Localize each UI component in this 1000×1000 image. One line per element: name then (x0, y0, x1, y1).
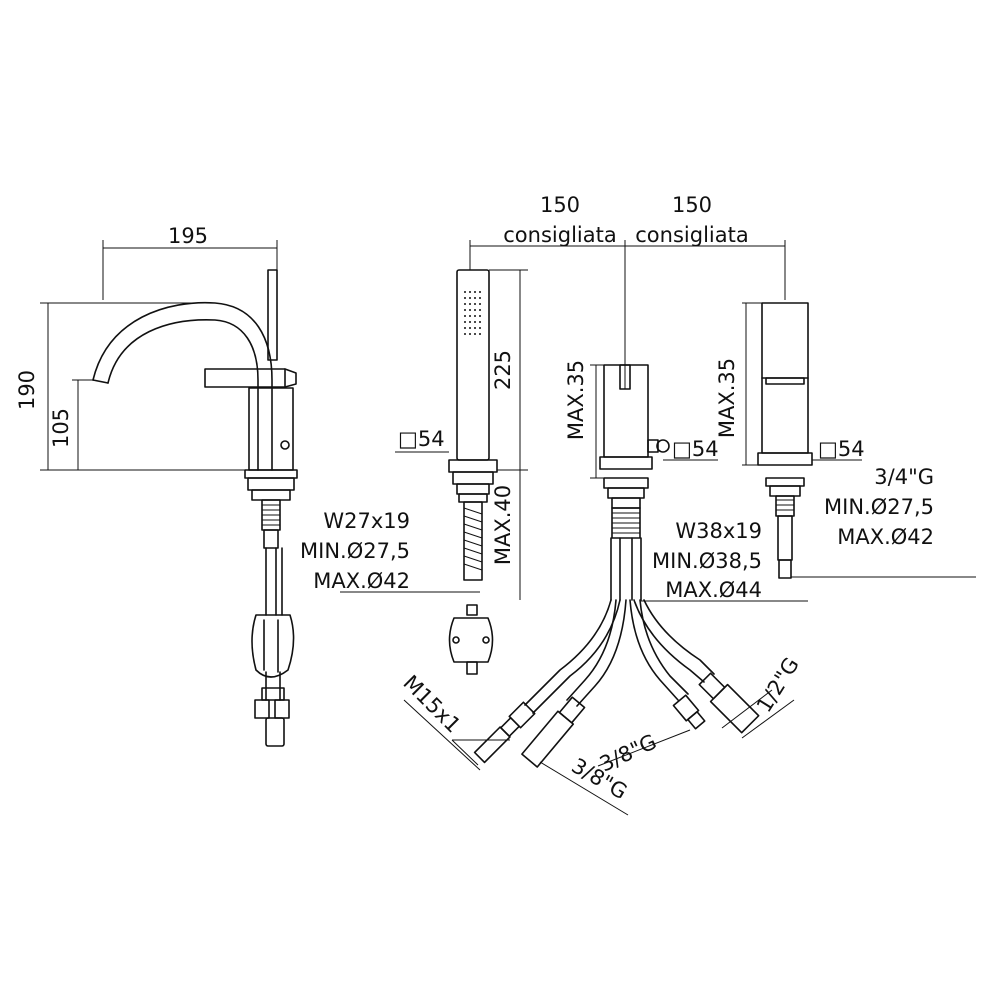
dim-hand-shower-length: 225 (491, 350, 515, 390)
dim-hand-shower-base: □54 (398, 427, 445, 451)
hand-shower-thread (463, 507, 483, 571)
dim-mixer-base: □54 (672, 437, 719, 461)
spacing-right-value: 150 (672, 193, 712, 217)
spout-dimensions: 195 190 105 W27x19 MIN.Ø27,5 MAX.Ø42 (15, 224, 480, 593)
fixing-center-line2: MIN.Ø38,5 (652, 549, 762, 573)
mixer-dimensions: 150 consigliata 150 consigliata MAX.35 □… (469, 193, 808, 602)
fixing-left-line2: MIN.Ø27,5 (300, 539, 410, 563)
fixing-left-line3: MAX.Ø42 (313, 569, 410, 593)
conn-12-label: 1/2"G (752, 653, 804, 716)
hand-shower-dimensions: 225 MAX.40 □54 (395, 269, 528, 600)
fixing-center-line3: MAX.Ø44 (665, 578, 762, 602)
spacing-left-value: 150 (540, 193, 580, 217)
fixing-right-line3: MAX.Ø42 (837, 525, 934, 549)
diverter-dimensions: MAX.35 □54 3/4"G MIN.Ø27,5 MAX.Ø42 (715, 302, 976, 578)
dim-total-height: 190 (15, 370, 39, 410)
fixing-center-line1: W38x19 (675, 519, 762, 543)
fixing-left-line1: W27x19 (323, 509, 410, 533)
dim-mixer-max: MAX.35 (564, 360, 588, 440)
conn-38-inner-label: 3/8"G (596, 730, 660, 777)
spacing-right-note: consigliata (635, 223, 748, 247)
fixing-right-line1: 3/4"G (874, 465, 934, 489)
spout-assembly (92, 269, 298, 747)
spacing-left-note: consigliata (503, 223, 616, 247)
shower-face-dots (464, 291, 481, 335)
dim-diverter-base: □54 (818, 437, 865, 461)
dim-spout-reach: 195 (168, 224, 208, 248)
dim-diverter-max: MAX.35 (715, 358, 739, 438)
dim-max-40: MAX.40 (491, 485, 515, 565)
hand-shower-assembly (448, 269, 498, 675)
mixer-assembly (473, 364, 760, 768)
fixing-right-line2: MIN.Ø27,5 (824, 495, 934, 519)
dim-spout-height: 105 (49, 408, 73, 448)
diverter-assembly (757, 302, 813, 579)
